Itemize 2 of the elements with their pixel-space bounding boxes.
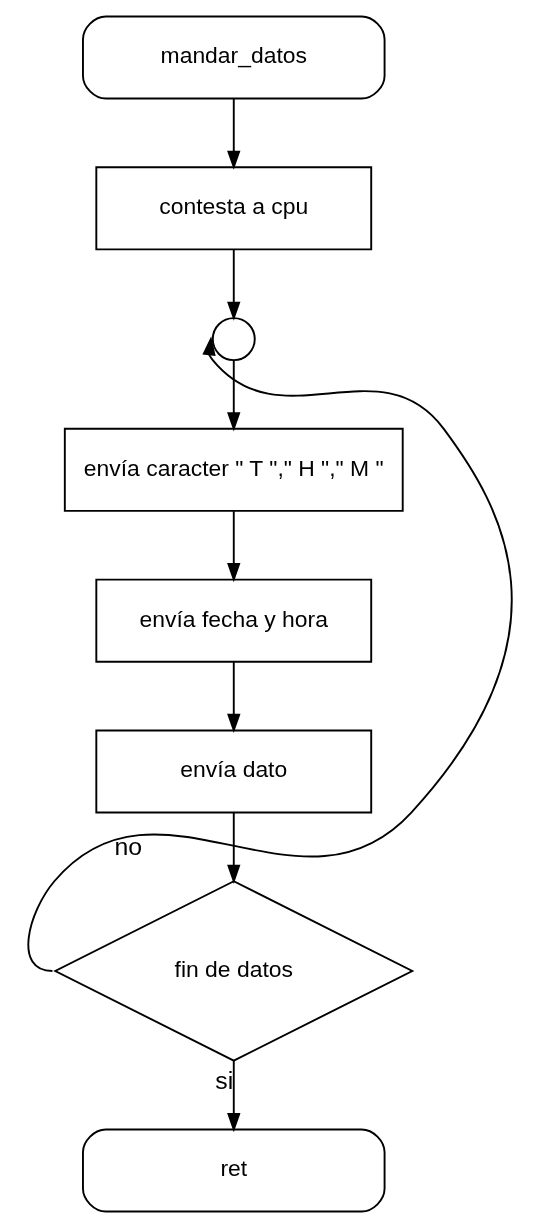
edge-label: no xyxy=(114,832,143,860)
edge-label: si xyxy=(215,1066,234,1094)
